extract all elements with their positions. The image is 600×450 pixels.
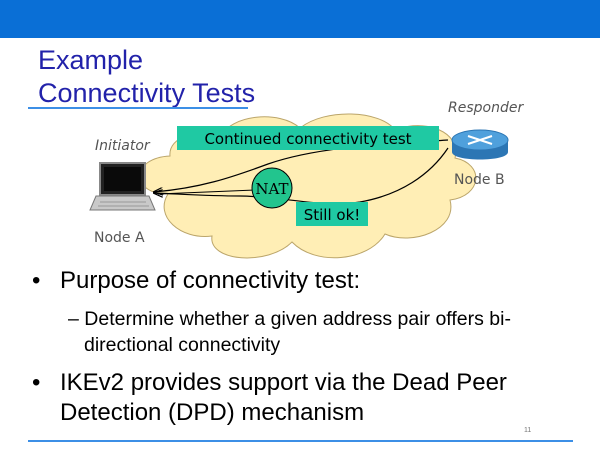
bullet-item: Purpose of connectivity test: [30,266,590,296]
title-underline [28,107,248,109]
link-nat-to-node-a [157,189,256,195]
response-label: Still ok! [304,206,361,224]
response-arrow [154,147,449,205]
response-label-box [296,202,368,226]
connectivity-diagram: NAT Continued connectivity test Still ok… [89,100,524,259]
initiator-label: Initiator [95,138,151,154]
router-icon [451,129,509,160]
footer-line [28,440,573,442]
top-banner [0,0,600,38]
nat-circle [251,167,293,209]
slide-title: Example Connectivity Tests [38,44,255,110]
bullet-list: Purpose of connectivity test: – Determin… [30,266,590,428]
responder-label: Responder [448,100,524,116]
request-label-box [177,126,439,150]
title-line-1: Example [38,45,144,75]
request-label: Continued connectivity test [204,130,411,148]
laptop-icon [89,162,156,211]
nat-label: NAT [255,180,288,198]
page-number: 11 [524,427,532,434]
title-line-2: Connectivity Tests [38,78,256,108]
node-a-label: Node A [94,230,145,246]
node-b-label: Node B [454,172,505,188]
bullet-item: IKEv2 provides support via the Dead Peer… [30,368,590,428]
sub-bullet-item: – Determine whether a given address pair… [68,308,511,356]
